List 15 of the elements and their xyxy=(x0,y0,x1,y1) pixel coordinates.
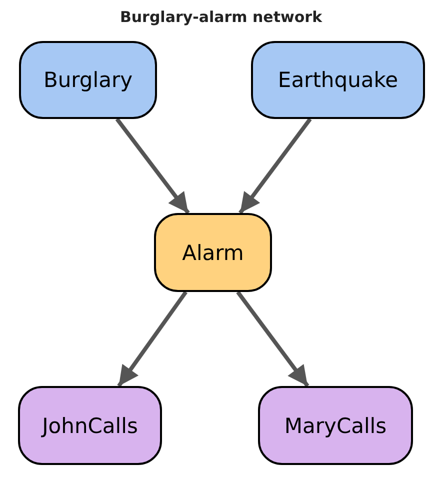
diagram-title: Burglary-alarm network xyxy=(118,8,324,26)
node-box xyxy=(18,386,162,465)
arrow xyxy=(115,118,190,214)
node-box xyxy=(154,213,272,292)
node-label: Burglary xyxy=(43,68,133,92)
node-label: JohnCalls xyxy=(42,414,138,438)
arrow xyxy=(238,118,312,214)
node-label: Alarm xyxy=(182,240,244,264)
node-label: MaryCalls xyxy=(284,414,387,438)
node-box xyxy=(258,386,413,465)
node-box xyxy=(251,41,425,119)
arrow xyxy=(117,290,188,388)
arrow xyxy=(236,290,310,388)
node-box xyxy=(19,41,157,119)
node-label: Earthquake xyxy=(278,68,398,92)
